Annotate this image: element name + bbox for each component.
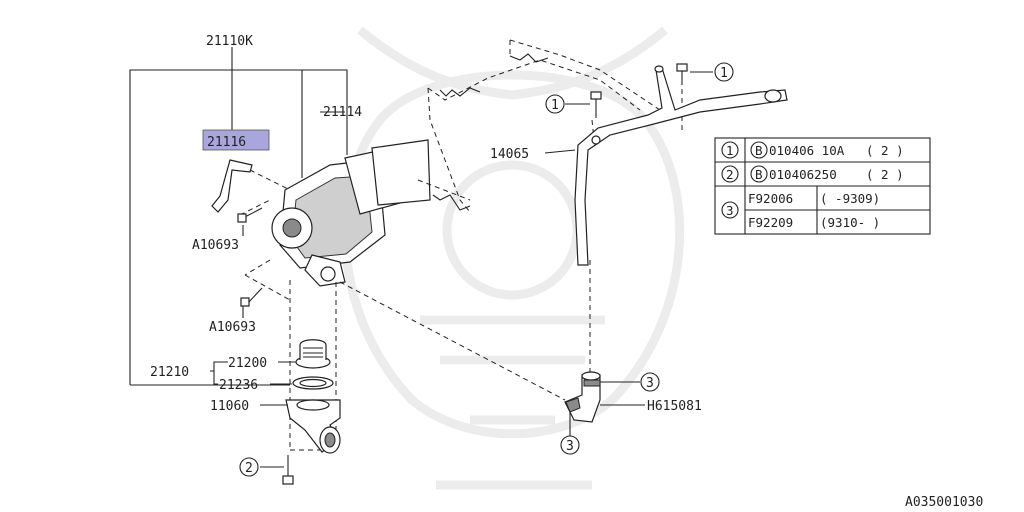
label-a10693-upper: A10693 xyxy=(192,238,239,253)
legend-row-2: 2 B 010406250 ( 2 ) xyxy=(721,165,904,183)
svg-text:( -9309): ( -9309) xyxy=(820,191,880,206)
label-21116: 21116 xyxy=(207,135,246,150)
svg-text:2: 2 xyxy=(726,167,734,182)
svg-text:1: 1 xyxy=(720,66,728,81)
bolt-bottom xyxy=(282,455,294,485)
label-21210: 21210 xyxy=(150,365,189,380)
bolt-a10693-upper xyxy=(237,207,263,223)
svg-text:F92006: F92006 xyxy=(748,191,793,206)
label-a10693-lower: A10693 xyxy=(209,320,256,335)
figure-id: A035001030 xyxy=(905,495,983,510)
leader-lines xyxy=(210,71,713,468)
legend-row-1: 1 B 010406 10A ( 2 ) xyxy=(721,141,904,159)
svg-text:( 2 ): ( 2 ) xyxy=(866,143,904,158)
svg-text:010406250: 010406250 xyxy=(769,167,837,182)
label-11060: 11060 xyxy=(210,399,249,414)
thermostat-cover-11060 xyxy=(285,399,341,454)
marker-one-top: 1 xyxy=(714,62,734,82)
bolt-a10693-lower xyxy=(240,287,263,307)
label-21236: 21236 xyxy=(219,378,258,393)
connection-lines xyxy=(239,80,683,451)
svg-text:3: 3 xyxy=(726,203,734,218)
svg-text:2: 2 xyxy=(245,461,253,476)
hose-fitting-h615081 xyxy=(564,371,601,423)
highlight-21116 xyxy=(202,129,270,151)
label-14065: 14065 xyxy=(490,147,529,162)
svg-text:B: B xyxy=(755,167,763,182)
svg-text:1: 1 xyxy=(551,98,559,113)
bolt-top-right xyxy=(676,63,688,85)
label-21114: 21114 xyxy=(323,105,362,120)
marker-one-mid: 1 xyxy=(545,94,565,114)
svg-text:F92209: F92209 xyxy=(748,215,793,230)
label-21110K: 21110K xyxy=(206,34,253,49)
svg-text:3: 3 xyxy=(566,439,574,454)
svg-text:(9310- ): (9310- ) xyxy=(820,215,880,230)
marker-three-upper: 3 xyxy=(640,372,660,392)
svg-text:B: B xyxy=(755,143,763,158)
watermark-emblem xyxy=(340,26,685,490)
pipe-14065 xyxy=(574,65,788,266)
water-pump-assembly xyxy=(271,139,471,287)
gasket-21236 xyxy=(292,376,334,390)
marker-two-bottom: 2 xyxy=(239,457,259,477)
label-21200: 21200 xyxy=(228,356,267,371)
svg-text:010406 10A: 010406 10A xyxy=(769,143,845,158)
svg-text:1: 1 xyxy=(726,143,734,158)
pipe-21116 xyxy=(211,159,291,213)
marker-three-lower: 3 xyxy=(560,435,580,455)
svg-text:3: 3 xyxy=(646,376,654,391)
thermostat-21200 xyxy=(295,339,331,369)
label-h615081: H615081 xyxy=(647,399,702,414)
legend-table: 1 B 010406 10A ( 2 ) 2 B 010406250 ( 2 )… xyxy=(714,137,931,235)
bracket-21110K xyxy=(129,47,348,386)
svg-text:( 2 ): ( 2 ) xyxy=(866,167,904,182)
bolt-mid xyxy=(590,91,602,118)
legend-row-3: 3 F92006 ( -9309) F92209 (9310- ) xyxy=(721,191,880,230)
